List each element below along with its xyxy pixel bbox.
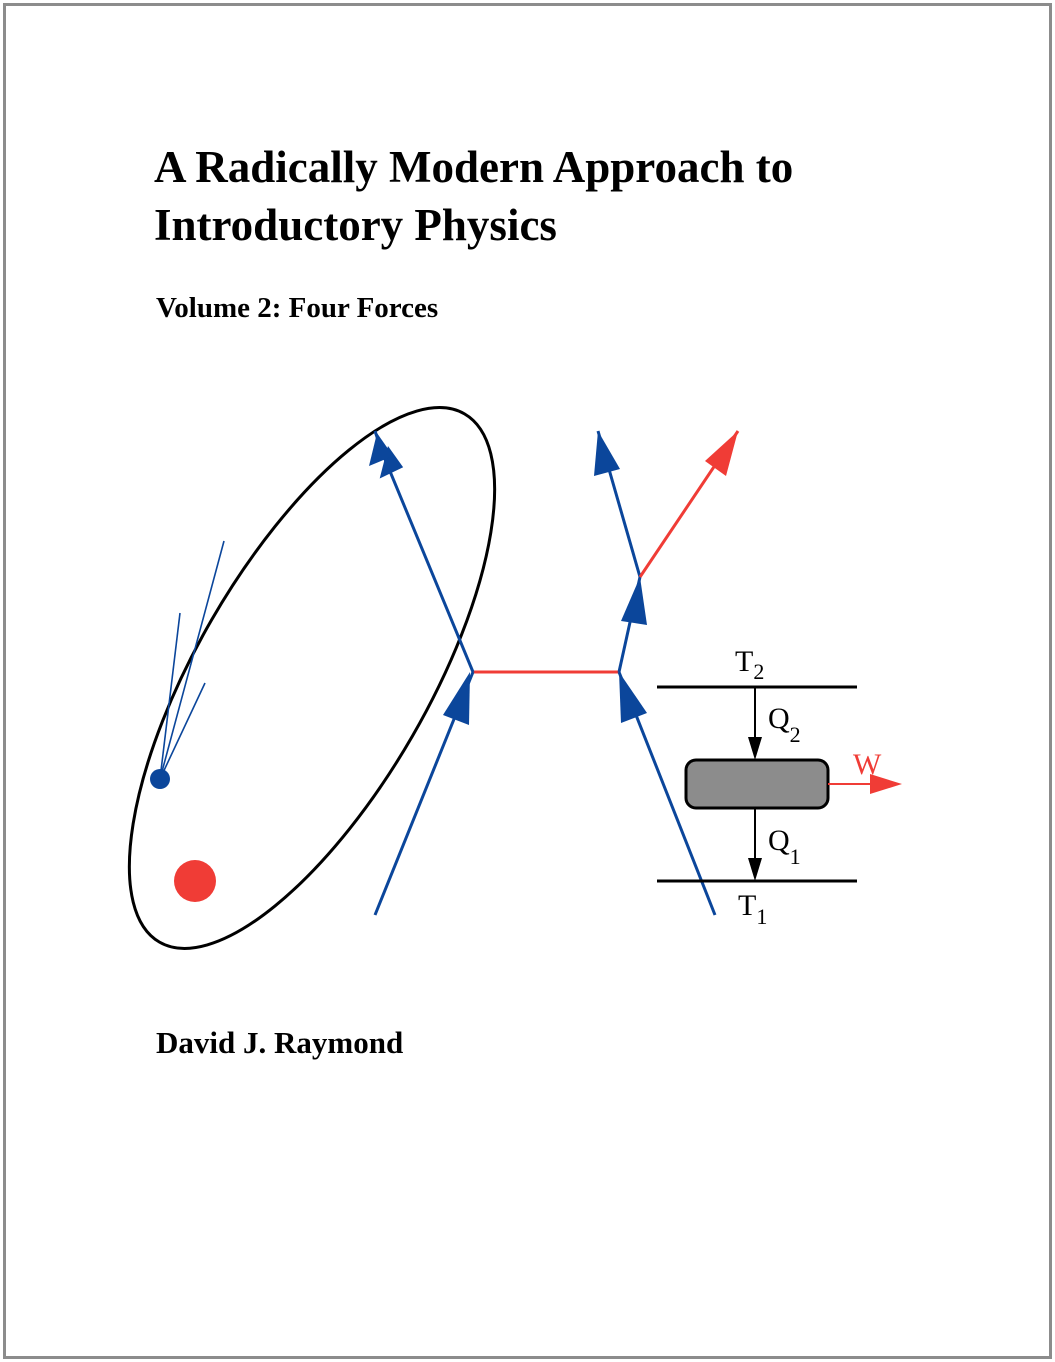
fermion-arrowhead: [621, 577, 647, 625]
heat-in-arrowhead: [748, 737, 762, 760]
orbit-ellipse: [127, 406, 497, 950]
photon-arrowhead: [705, 431, 738, 476]
heat-engine-diagram: T2 Q2 W Q1 T1: [657, 645, 902, 929]
fermion-arrowhead: [443, 672, 470, 725]
work-arrowhead: [870, 774, 902, 794]
volume-subtitle: Volume 2: Four Forces: [156, 292, 439, 324]
comet-tail-line: [159, 612, 181, 780]
heat-out-label: Q1: [768, 824, 801, 869]
author-name: David J. Raymond: [156, 1025, 404, 1060]
comet-tail-line: [159, 682, 206, 780]
engine-box: [684, 758, 830, 810]
cold-reservoir-label: T1: [738, 889, 767, 929]
sun-dot: [174, 860, 216, 902]
work-label: W: [853, 748, 882, 781]
fermion-arrowhead: [619, 672, 647, 723]
cover-frame: A Radically Modern Approach to Introduct…: [3, 3, 1052, 1359]
orbit-diagram: [127, 406, 497, 950]
title-line-1: A Radically Modern Approach to: [154, 142, 794, 192]
heat-in-label: Q2: [768, 702, 801, 747]
comet-tail-line: [159, 540, 225, 780]
fermion-arrowhead: [369, 433, 393, 466]
fermion-arrowhead: [594, 431, 620, 476]
fermion-line: [380, 451, 475, 673]
feynman-diagram: [369, 430, 740, 916]
fermion-arrowhead: [379, 446, 404, 479]
heat-out-arrowhead: [748, 858, 762, 881]
title-line-2: Introductory Physics: [154, 200, 557, 250]
book-title: A Radically Modern Approach to Introduct…: [154, 138, 954, 254]
hot-reservoir-label: T2: [735, 645, 764, 684]
